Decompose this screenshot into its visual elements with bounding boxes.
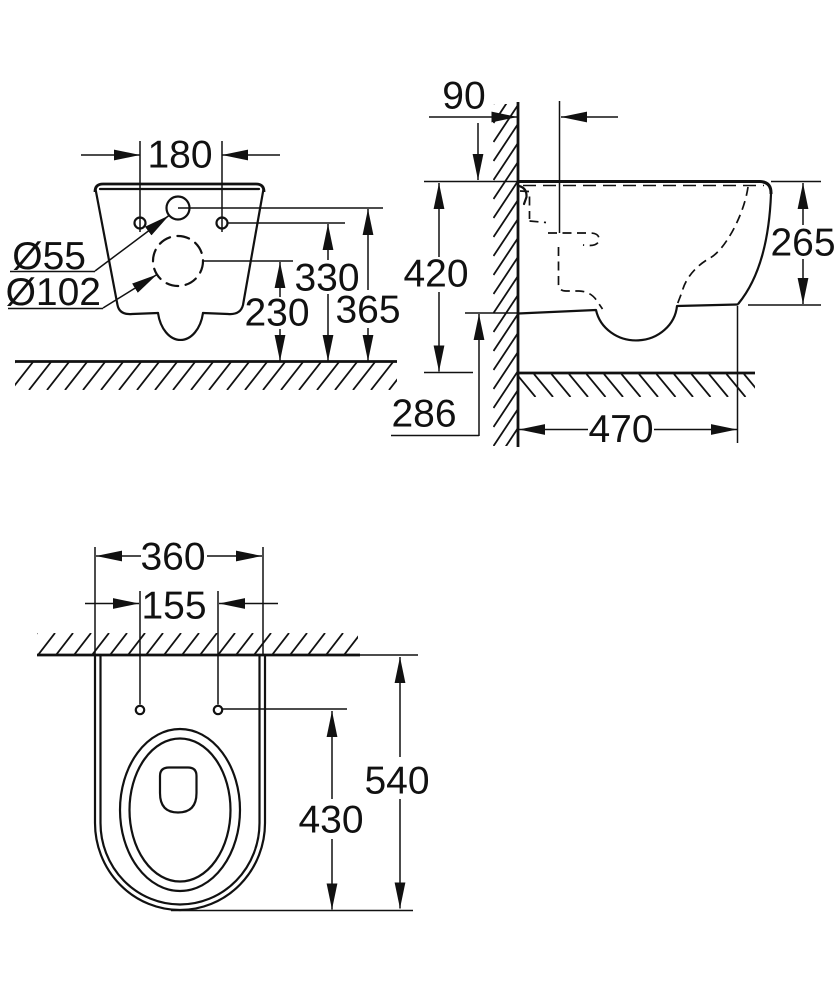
- dim-label-plan-fixing-spacing: 155: [141, 585, 206, 628]
- side-hidden-lines: [519, 186, 749, 310]
- dim-label-fixing-height: 330: [294, 257, 359, 300]
- dim-label-outlet-diameter: Ø102: [6, 271, 101, 314]
- dim-label-wall-to-front: 540: [364, 760, 429, 803]
- side-dimension-arrows: [429, 111, 809, 436]
- outlet-hole-hidden: [151, 234, 205, 288]
- toilet-side-outline: [516, 180, 773, 342]
- dim-label-inlet-offset: 90: [442, 75, 485, 118]
- dim-label-rim-to-underside: 286: [391, 393, 456, 436]
- dim-label-inlet-diameter: Ø55: [12, 235, 86, 278]
- dim-label-holes-to-front: 430: [298, 799, 363, 842]
- side-extension-lines: [391, 180, 821, 443]
- flush-outlet-shape: [158, 766, 198, 814]
- plan-extension-lines: [94, 547, 413, 912]
- dim-label-rim-height: 420: [403, 253, 468, 296]
- front-dimension-arrows: [81, 149, 374, 361]
- plan-wall-hatch: [37, 633, 358, 655]
- bowl-rim-inner: [128, 737, 232, 883]
- plan-fixing-hole-right: [212, 704, 224, 716]
- dim-label-outlet-height: 230: [244, 292, 309, 335]
- toilet-plan-outline: [93, 653, 267, 912]
- dim-label-body-width: 360: [140, 536, 205, 579]
- front-outlet-u: [156, 311, 205, 342]
- side-view: 90 420 265 286 470: [391, 75, 834, 451]
- toilet-front-outline: [93, 182, 266, 342]
- plan-view: 360 155 430 540: [37, 536, 430, 912]
- bowl-rim-outer: [118, 727, 242, 893]
- dim-label-fixing-spacing: 180: [147, 134, 212, 177]
- side-wall-hatch: [493, 104, 518, 446]
- dim-label-depth: 470: [588, 408, 653, 451]
- dim-label-body-height: 265: [770, 222, 834, 265]
- front-ground-hatch: [15, 362, 397, 390]
- outlet-leader: [102, 273, 158, 309]
- side-floor-hatch: [518, 374, 755, 397]
- dim-label-inlet-height: 365: [335, 289, 400, 332]
- front-view: 180 Ø55 Ø102 330 230 365: [6, 134, 401, 390]
- plan-dimension-arrows: [85, 550, 406, 910]
- plan-fixing-hole-left: [134, 704, 146, 716]
- inlet-leader: [94, 214, 170, 272]
